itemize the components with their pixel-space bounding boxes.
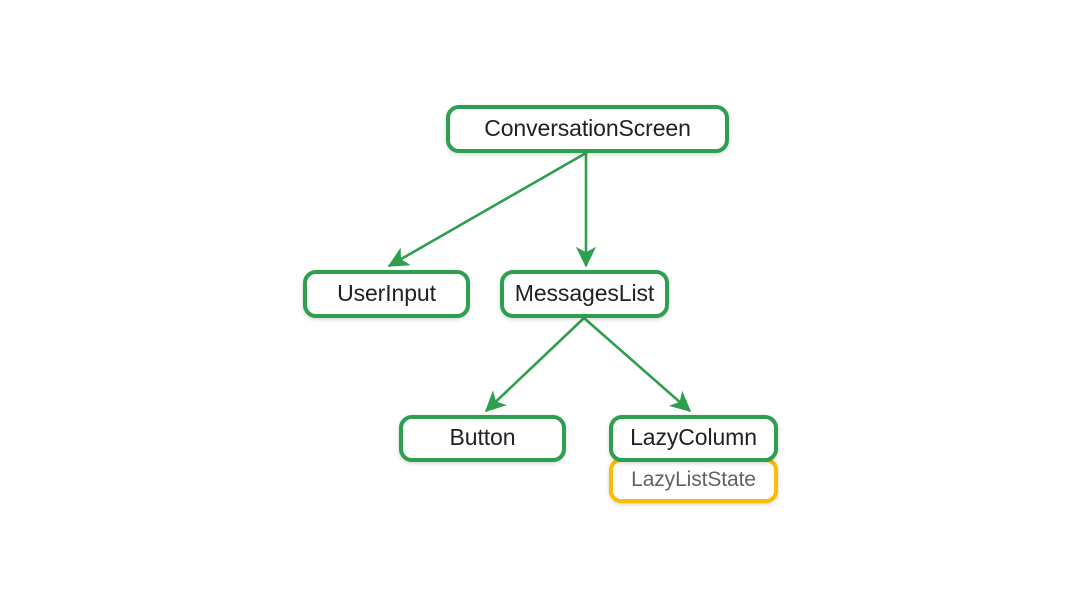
node-button[interactable]: Button <box>399 415 566 462</box>
node-messageslist[interactable]: MessagesList <box>500 270 669 318</box>
node-label: Button <box>449 424 516 450</box>
node-userinput[interactable]: UserInput <box>303 270 470 318</box>
node-conversationscreen[interactable]: ConversationScreen <box>446 105 729 153</box>
node-label: MessagesList <box>514 279 655 306</box>
edge-conversationscreen-userinput <box>387 151 587 268</box>
edge-messageslist-lazycolumn <box>583 317 692 413</box>
edge-messageslist-button <box>484 317 585 413</box>
node-label: UserInput <box>337 279 436 306</box>
node-label: ConversationScreen <box>484 114 691 141</box>
node-lazycolumn[interactable]: LazyColumn <box>609 415 778 462</box>
node-label: LazyListState <box>631 468 756 491</box>
node-label: LazyColumn <box>630 424 757 450</box>
node-lazyliststate[interactable]: LazyListState <box>609 458 778 503</box>
